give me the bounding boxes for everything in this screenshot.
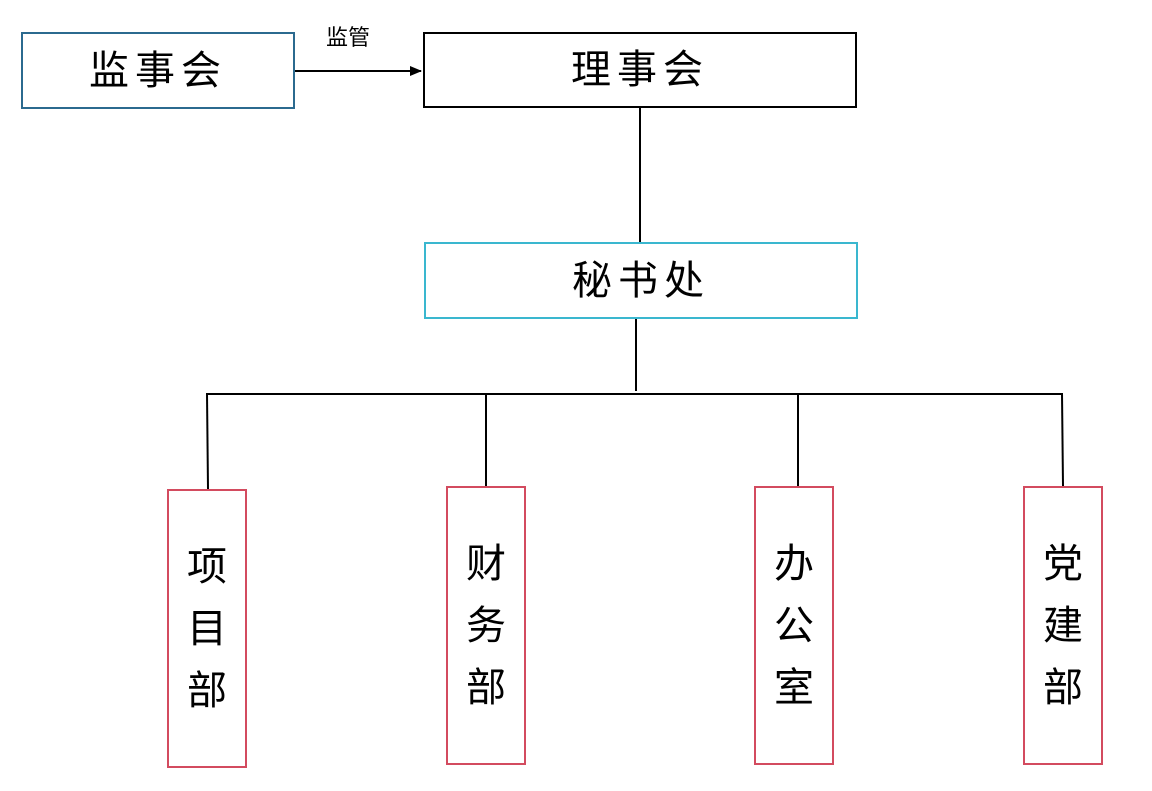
branch-line-0 — [206, 393, 209, 490]
department-char: 部 — [187, 667, 227, 714]
supervisors-label: 监事会 — [89, 47, 227, 94]
board-box: 理事会 — [423, 32, 857, 108]
department-char: 办 — [774, 540, 814, 587]
department-char: 务 — [466, 602, 506, 649]
department-char: 部 — [466, 664, 506, 711]
department-char: 室 — [774, 664, 814, 711]
department-char: 公 — [774, 602, 814, 649]
supervisors-box: 监事会 — [21, 32, 295, 109]
secretariat-label: 秘书处 — [572, 257, 710, 304]
department-char: 建 — [1043, 602, 1083, 649]
board-label: 理事会 — [571, 47, 709, 93]
secretariat-box: 秘书处 — [424, 242, 858, 319]
department-box-office: 办 公 室 — [754, 486, 834, 765]
supervision-label: 监管 — [326, 26, 371, 51]
department-char: 党 — [1043, 540, 1083, 587]
department-box-projects: 项 目 部 — [167, 489, 247, 768]
department-char: 项 — [187, 543, 227, 590]
department-box-finance: 财 务 部 — [446, 486, 526, 765]
branch-line-3 — [1061, 393, 1064, 487]
department-char: 部 — [1043, 664, 1083, 711]
department-char: 财 — [466, 540, 506, 587]
department-box-party-building: 党 建 部 — [1023, 486, 1103, 765]
department-char: 目 — [187, 605, 227, 652]
